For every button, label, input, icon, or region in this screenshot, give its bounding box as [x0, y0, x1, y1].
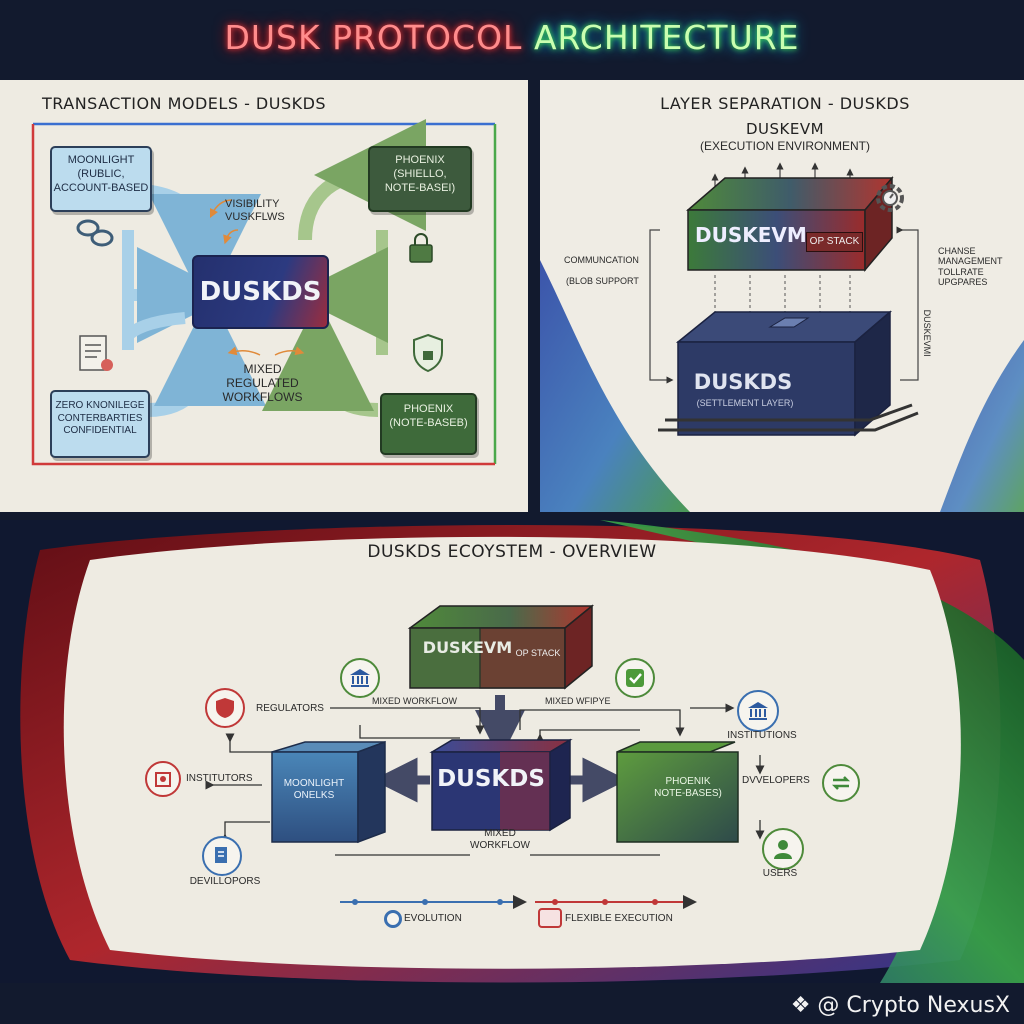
- checkmark-icon-graphic: [626, 669, 644, 687]
- bank-icon-right: [737, 690, 779, 732]
- change-management-label: CHANSE MANAGEMENT TOLLRATE UPGPARES: [938, 246, 1003, 288]
- main-title: DUSK PROTOCOL ARCHITECTURE: [0, 18, 1024, 57]
- visibility-label: VISIBILITY VUSKFLWS: [225, 198, 285, 223]
- document-icon-graphic: [79, 335, 113, 371]
- badge-icon-graphic: [155, 772, 171, 787]
- transaction-models-title: TRANSACTION MODELS - DUSKDS: [42, 94, 327, 113]
- shield-icon-graphic: [216, 698, 234, 718]
- badge-icon: [145, 761, 181, 797]
- user-icon: [762, 828, 804, 870]
- title-part-2: ARCHITECTURE: [533, 18, 800, 57]
- settlement-layer-label: (SETTLEMENT LAYER): [696, 398, 794, 408]
- mixed-workflow-left-label: MIXED WORKFLOW: [372, 696, 457, 706]
- mixed-workflow-right-label: MIXED WFIPYE: [545, 696, 611, 706]
- duskevm-vertical-label: DUSKEVMI: [922, 309, 933, 357]
- mixed-workflow-bottom-label: MIXED WORKFLOW: [470, 828, 530, 851]
- dvvelopers-label: DVVELOPERS: [742, 775, 810, 786]
- op-stack-tag: OP STACK: [515, 648, 561, 658]
- chain-link-icon: [72, 214, 122, 254]
- duskevm-top-block-label: DUSKEVM: [422, 638, 513, 657]
- duskds-block-label: DUSKDS: [693, 370, 793, 394]
- phoenix-shielded-box: PHOENIX (SHIELLO, NOTE-BASEI): [368, 146, 472, 212]
- duskds-core-block: DUSKDS: [192, 255, 329, 329]
- ecosystem-overview-title: DUSKDS ECOYSTEM - OVERVIEW: [367, 542, 657, 562]
- duskevm-subtitle: DUSKEVM: [745, 120, 825, 138]
- watermark-text: @ Crypto NexusX: [817, 993, 1010, 1018]
- regulators-label: REGULATORS: [256, 703, 324, 714]
- execution-environment-subtitle: (EXECUTION ENVIRONMENT): [699, 139, 870, 153]
- transaction-models-panel: TRANSACTION MODELS - DUSKDS MOONLIGHT (R…: [0, 80, 528, 512]
- evolution-legend-icon: [384, 910, 402, 928]
- diamond-logo-icon: ❖: [790, 993, 811, 1018]
- chain-link-icon-graphic: [76, 219, 114, 247]
- institutions-label: INSTITUTIONS: [727, 730, 797, 741]
- gear-icon-graphic: [876, 184, 904, 212]
- mixed-workflows-label: MIXED REGULATED WORKFLOWS: [222, 362, 303, 404]
- shield-icon: [205, 688, 245, 728]
- institutors-label: INSTITUTORS: [186, 773, 253, 784]
- bank-icon-right-graphic: [748, 702, 768, 720]
- code-file-icon-graphic: [215, 847, 227, 863]
- watermark: ❖ @ Crypto NexusX: [791, 993, 1010, 1018]
- title-part-1: DUSK PROTOCOL: [224, 18, 534, 57]
- communication-label: COMMUNCATION: [564, 255, 639, 265]
- evolution-label: EVOLUTION: [404, 913, 462, 924]
- blob-support-label: (BLOB SUPPORT: [566, 276, 639, 286]
- op-stack-label: OP STACK: [806, 232, 863, 252]
- checkmark-icon: [615, 658, 655, 698]
- users-label: USERS: [762, 868, 798, 879]
- bank-icon-left: [340, 658, 380, 698]
- user-icon-graphic: [774, 840, 792, 859]
- flexible-execution-legend-icon: [538, 908, 562, 928]
- layer-separation-title: LAYER SEPARATION - DUSKDS: [660, 94, 910, 113]
- exchange-icon-graphic: [831, 776, 851, 790]
- gear-icon: [870, 178, 910, 218]
- exchange-icon: [822, 764, 860, 802]
- zero-knowledge-box: ZERO KNONILEGE CONTERBARTIES CONFIDENTIA…: [50, 390, 150, 458]
- ecosystem-overview-panel: DUSKDS ECOYSTEM - OVERVIEW DUSKEVM OP ST…: [0, 520, 1024, 983]
- lock-icon: [402, 228, 442, 268]
- flexible-execution-label: FLEXIBLE EXECUTION: [565, 913, 673, 924]
- layer-separation-diagram: [540, 162, 1024, 512]
- bank-icon-left-graphic: [350, 669, 370, 687]
- shield-lock-icon-graphic: [413, 333, 443, 373]
- shield-lock-icon: [410, 332, 446, 374]
- ecosystem-diagram: [0, 520, 1024, 983]
- moonlight-block-label: MOONLIGHT ONELKS: [283, 778, 345, 801]
- duskds-core-label: DUSKDS: [437, 766, 545, 792]
- phoenix-block-label: PHOENIK NOTE-BASES): [654, 776, 722, 799]
- transaction-models-diagram: [31, 118, 497, 466]
- duskevm-block-label: DUSKEVM: [695, 223, 807, 247]
- code-file-icon: [202, 836, 242, 876]
- phoenix-note-box: PHOENIX (NOTE-BASEB): [380, 393, 477, 455]
- devillopors-label: DEVILLOPORS: [189, 876, 261, 887]
- document-icon: [76, 332, 116, 378]
- moonlight-box: MOONLIGHT (RUBLIC, ACCOUNT-BASED: [50, 146, 152, 212]
- layer-separation-panel: LAYER SEPARATION - DUSKDS DUSKEVM (EXECU…: [540, 80, 1024, 512]
- lock-icon-graphic: [409, 233, 433, 263]
